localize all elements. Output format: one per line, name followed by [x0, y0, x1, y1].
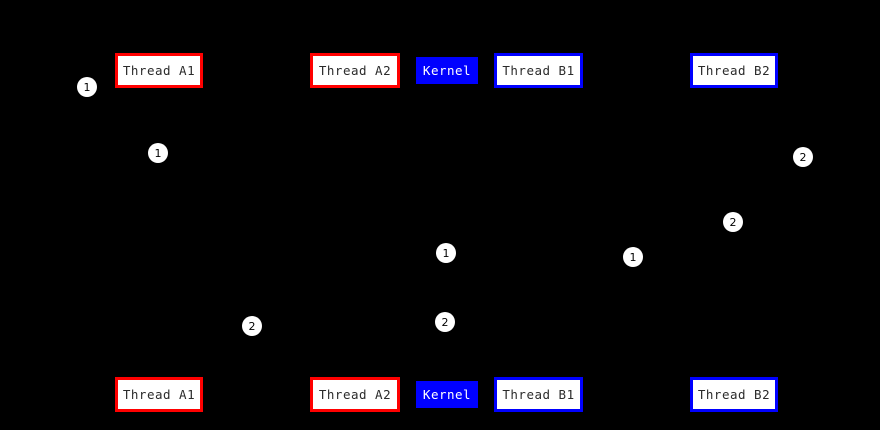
sequence-marker-label: 1 — [83, 80, 91, 94]
participant-box-kernel-bottom[interactable]: Kernel — [416, 381, 478, 408]
sequence-marker[interactable]: 2 — [435, 312, 455, 332]
participant-box-thread-b2-top[interactable]: Thread B2 — [690, 53, 778, 88]
participant-label: Thread B2 — [697, 387, 771, 402]
participant-label: Thread B1 — [502, 63, 575, 78]
sequence-marker-label: 2 — [248, 319, 256, 333]
sequence-marker-label: 2 — [729, 215, 737, 229]
sequence-marker[interactable]: 1 — [436, 243, 456, 263]
sequence-marker-label: 1 — [629, 250, 637, 264]
sequence-marker-label: 1 — [442, 246, 450, 260]
sequence-marker-label: 2 — [799, 150, 807, 164]
participant-label: Thread A2 — [318, 63, 392, 78]
sequence-marker[interactable]: 2 — [723, 212, 743, 232]
participant-box-kernel-top[interactable]: Kernel — [416, 57, 478, 84]
participant-box-thread-a2-bottom[interactable]: Thread A2 — [310, 377, 400, 412]
lifeline-anchor-dot — [733, 374, 736, 378]
participant-label: Thread A2 — [318, 387, 392, 402]
participant-label: Thread A1 — [122, 387, 196, 402]
sequence-marker[interactable]: 1 — [77, 77, 97, 97]
participant-box-thread-a1-bottom[interactable]: Thread A1 — [115, 377, 203, 412]
participant-box-thread-b1-top[interactable]: Thread B1 — [494, 53, 583, 88]
lifeline-thread-a2 — [355, 88, 356, 377]
lifeline-anchor-dot — [158, 374, 161, 378]
lifeline-thread-b2 — [734, 88, 735, 377]
lifeline-thread-a1 — [159, 88, 160, 377]
lifeline-anchor-dot — [354, 374, 357, 378]
participant-box-thread-b2-bottom[interactable]: Thread B2 — [690, 377, 778, 412]
participant-label: Thread B1 — [502, 387, 575, 402]
participant-box-thread-a1-top[interactable]: Thread A1 — [115, 53, 203, 88]
sequence-marker[interactable]: 2 — [793, 147, 813, 167]
participant-label: Thread B2 — [697, 63, 771, 78]
lifeline-kernel — [447, 84, 448, 381]
sequence-marker-label: 1 — [154, 146, 162, 160]
lifeline-anchor-dot — [537, 374, 540, 378]
participant-box-thread-a2-top[interactable]: Thread A2 — [310, 53, 400, 88]
sequence-marker-label: 2 — [441, 315, 449, 329]
participant-label: Kernel — [422, 387, 472, 402]
sequence-marker[interactable]: 2 — [242, 316, 262, 336]
lifeline-thread-b1 — [538, 88, 539, 377]
sequence-marker[interactable]: 1 — [148, 143, 168, 163]
participant-box-thread-b1-bottom[interactable]: Thread B1 — [494, 377, 583, 412]
participant-label: Thread A1 — [122, 63, 196, 78]
sequence-marker[interactable]: 1 — [623, 247, 643, 267]
participant-label: Kernel — [422, 63, 472, 78]
